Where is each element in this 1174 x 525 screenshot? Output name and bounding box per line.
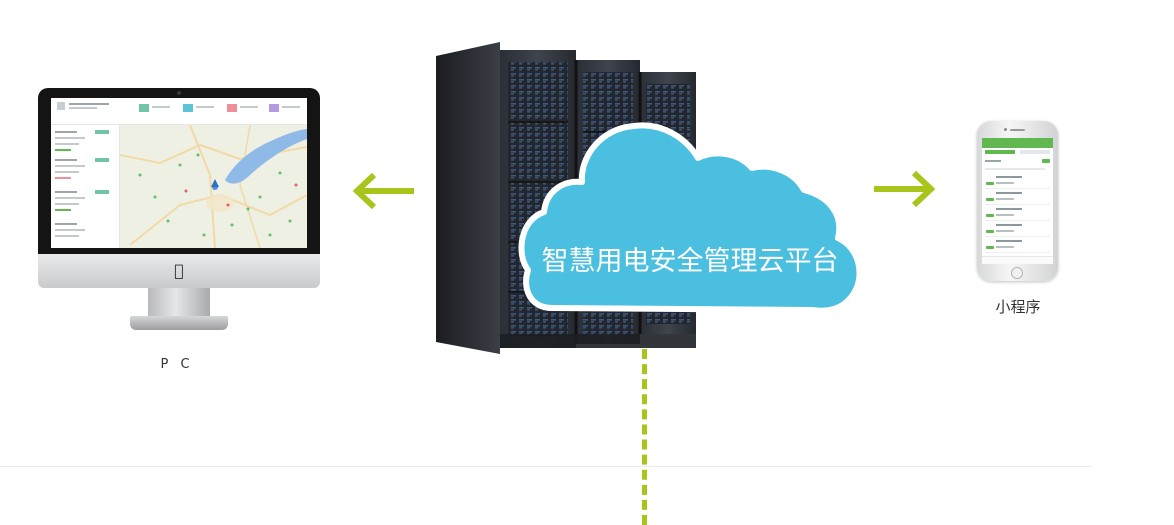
app-add-button-icon xyxy=(1042,159,1050,163)
imac-base xyxy=(130,316,228,330)
smartphone-icon xyxy=(977,121,1058,281)
arrow-right-icon xyxy=(874,170,936,208)
app-tabs xyxy=(982,148,1053,156)
cloud-shape xyxy=(518,122,863,314)
app-list-item xyxy=(986,222,1050,237)
mini-program-label: 小程序 xyxy=(995,298,1041,316)
imac-desktop-icon:  xyxy=(38,88,320,333)
pc-label: P C xyxy=(160,357,194,372)
camera-icon xyxy=(177,91,181,95)
app-list-item xyxy=(986,174,1050,189)
cloud-icon xyxy=(516,120,866,320)
dashboard-map xyxy=(119,124,307,248)
dashed-vertical-line xyxy=(642,349,647,525)
phone-screen xyxy=(982,138,1053,264)
app-tab-active xyxy=(985,150,1015,154)
apple-logo-icon:  xyxy=(171,262,187,280)
arrow-left-icon xyxy=(352,172,414,210)
imac-stand xyxy=(148,288,210,318)
dashboard-sidebar xyxy=(51,125,120,248)
app-list-item xyxy=(986,238,1050,253)
map-graphics xyxy=(119,124,307,248)
app-header-bar xyxy=(982,138,1053,148)
pc-screen xyxy=(51,98,307,248)
imac-chin:  xyxy=(38,254,320,288)
app-section-title xyxy=(985,160,1001,162)
app-list-item xyxy=(986,206,1050,221)
app-bottom-nav xyxy=(982,256,1053,264)
section-divider xyxy=(0,466,1092,467)
platform-title: 智慧用电安全管理云平台 xyxy=(541,246,839,277)
app-table-header xyxy=(985,168,1045,170)
app-list-item xyxy=(986,190,1050,205)
dashboard-header-graphics xyxy=(57,102,300,112)
phone-home-button-icon xyxy=(1011,267,1023,279)
phone-camera-icon xyxy=(1004,128,1007,131)
phone-speaker-icon xyxy=(1010,129,1025,131)
imac-bezel xyxy=(38,88,320,254)
dashboard-header xyxy=(51,98,307,125)
dashboard-sidebar-graphics xyxy=(55,130,109,237)
app-tab-inactive xyxy=(1020,150,1050,154)
